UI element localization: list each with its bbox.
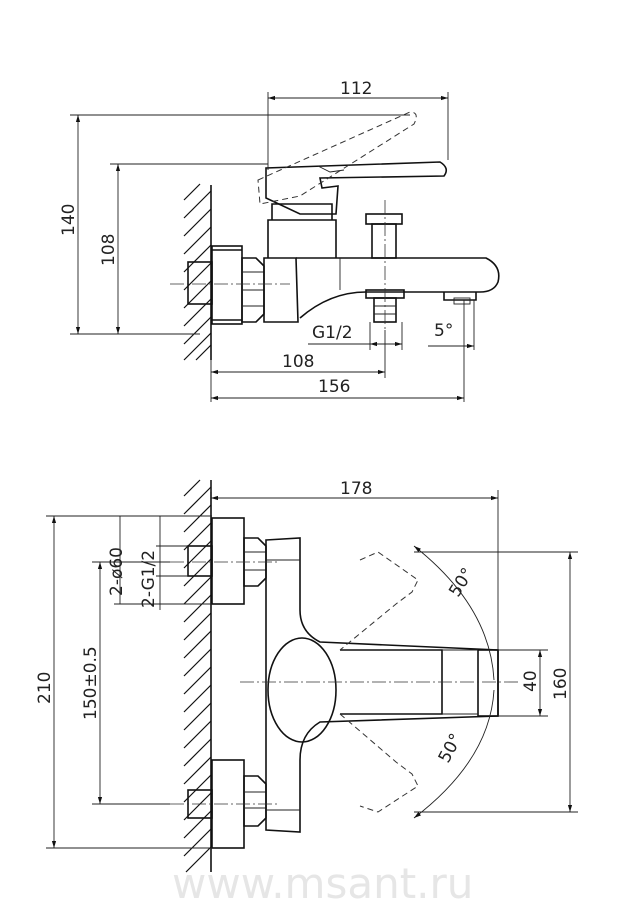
top-view: 112 140 108 G1/2 5° 108 xyxy=(59,79,500,402)
dimensions-top: 112 140 108 G1/2 5° 108 xyxy=(59,79,475,402)
wall-front xyxy=(183,479,212,873)
connector-upper xyxy=(187,517,267,605)
dim-thread-front-label: 2-G1/2 xyxy=(139,550,159,608)
dim-angle-bottom-label: 50° xyxy=(435,730,467,766)
dim-140-label: 140 xyxy=(59,204,79,236)
dim-156-label: 156 xyxy=(318,377,350,397)
front-view: 178 210 150±0.5 2-ø60 2-G1/2 50° 50° xyxy=(35,479,578,873)
dim-angle-label: 5° xyxy=(434,321,453,341)
dim-angle-top-label: 50° xyxy=(445,564,478,600)
dim-108v-label: 108 xyxy=(99,234,119,266)
watermark: www.msant.ru xyxy=(172,859,473,900)
dimensions-front: 178 210 150±0.5 2-ø60 2-G1/2 50° 50° xyxy=(35,479,578,849)
mixer-body-top xyxy=(257,111,500,323)
wall-connector-top xyxy=(187,245,265,325)
dim-108h-label: 108 xyxy=(282,352,314,372)
dim-spacing-label: 150±0.5 xyxy=(81,646,101,720)
dim-178-label: 178 xyxy=(340,479,372,499)
dim-210-label: 210 xyxy=(35,672,55,704)
dim-thread-label: G1/2 xyxy=(312,323,353,343)
dim-112-label: 112 xyxy=(340,79,372,99)
dim-40-label: 40 xyxy=(521,670,541,692)
dim-160-label: 160 xyxy=(551,668,571,700)
dim-diameter-label: 2-ø60 xyxy=(107,547,127,596)
